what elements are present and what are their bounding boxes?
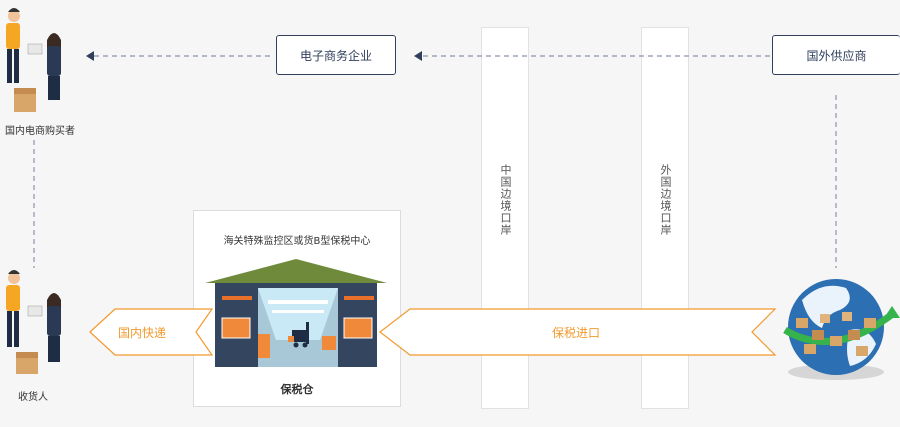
- recipient-label: 收货人: [18, 392, 48, 403]
- arrowhead-to-buyer: [86, 51, 94, 61]
- china-port-label: 中国边境口岸: [499, 164, 512, 236]
- foreign-supplier-box: 国外供应商: [772, 35, 900, 75]
- arrowhead-to-ecommerce: [414, 51, 422, 61]
- globe-icon: [783, 279, 900, 380]
- domestic-buyer-label: 国内电商购买者: [5, 126, 75, 137]
- people-icon: [6, 8, 61, 100]
- ecommerce-label: 电子商务企业: [299, 48, 372, 63]
- domestic-express-label: 国内快递: [118, 326, 167, 340]
- foreign-supplier-label: 国外供应商: [806, 48, 867, 63]
- domestic-express-arrow: [89, 308, 214, 356]
- box-icon-recipient: [16, 352, 38, 374]
- bonded-import-label: 保税进口: [552, 326, 601, 340]
- ecommerce-box: 电子商务企业: [276, 35, 396, 75]
- bonded-center-title: 海关特殊监控区或货B型保税中心: [223, 236, 371, 247]
- warehouse-icon: [205, 259, 387, 367]
- foreign-port-label: 外国边境口岸: [659, 164, 672, 236]
- forklift-icon: [288, 322, 309, 348]
- box-icon: [14, 88, 36, 112]
- people-icon-recipient: [6, 270, 61, 362]
- bonded-import-arrow: [379, 308, 777, 356]
- warehouse-label: 保税仓: [280, 383, 314, 396]
- dashed-connectors: [33, 55, 837, 268]
